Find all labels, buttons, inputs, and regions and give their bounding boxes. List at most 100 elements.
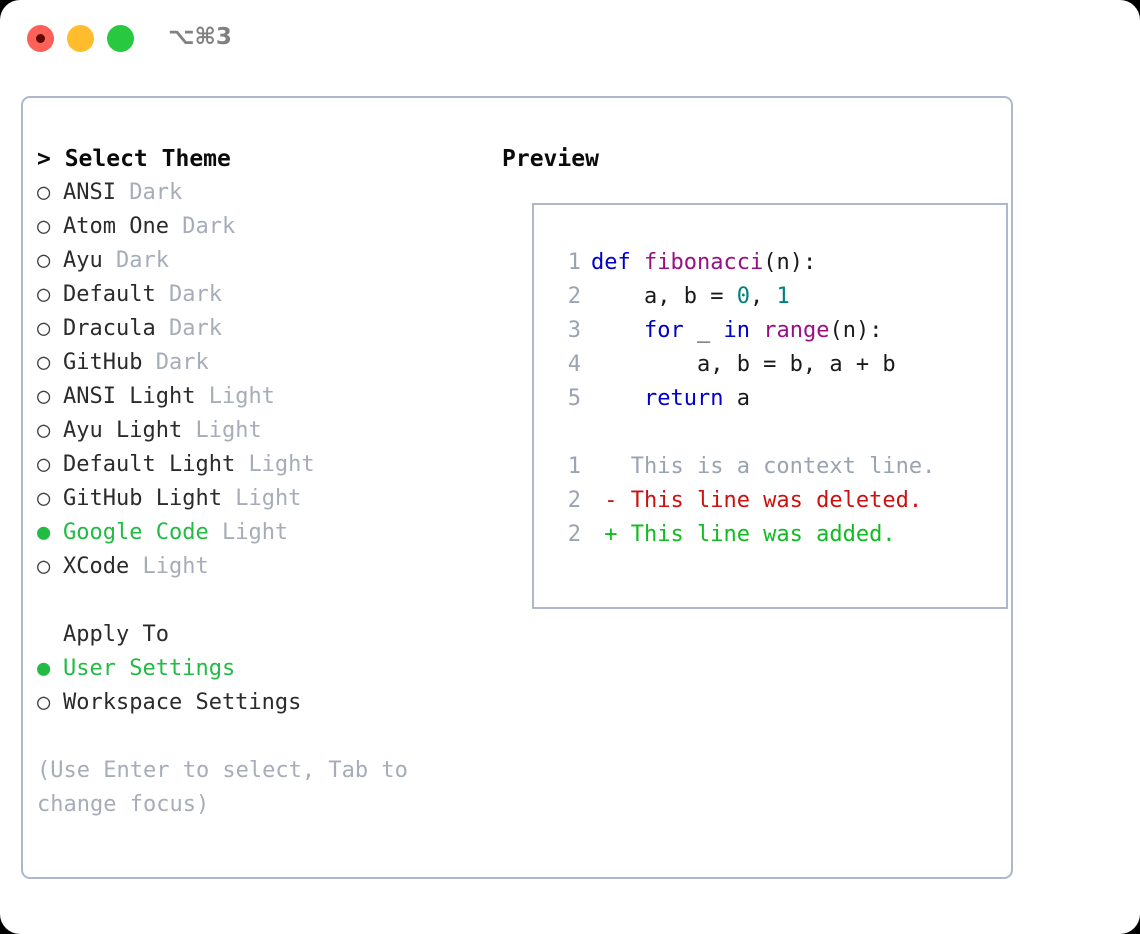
radio-selected-icon[interactable]: ● [37, 656, 51, 681]
radio-unselected-icon[interactable]: ○ [37, 316, 51, 341]
label-gap [169, 210, 182, 244]
theme-variant-label: Dark [155, 350, 209, 375]
theme-option-label: ANSI Light [63, 384, 196, 409]
label-gap [222, 482, 235, 516]
radio-unselected-icon[interactable]: ○ [37, 248, 51, 273]
theme-option-label: Ayu Light [63, 418, 183, 443]
theme-option[interactable]: ○Dracula Dark [37, 312, 477, 346]
theme-list[interactable]: ○ANSI Dark○Atom One Dark○Ayu Dark○Defaul… [37, 176, 477, 584]
radio-unselected-icon[interactable]: ○ [37, 214, 51, 239]
code-line-text: def fibonacci(n): [591, 246, 816, 280]
theme-variant-label: Dark [129, 180, 183, 205]
code-line: 5 return a [551, 382, 1000, 416]
radio-unselected-icon[interactable]: ○ [37, 350, 51, 375]
theme-option[interactable]: ○GitHub Dark [37, 346, 477, 380]
apply-to-option-label: User Settings [63, 656, 236, 681]
theme-variant-label: Light [142, 554, 209, 579]
radio-unselected-icon[interactable]: ○ [37, 690, 51, 715]
code-line-text: a, b = 0, 1 [591, 280, 790, 314]
code-token-kw: return [643, 386, 724, 411]
label-gap [156, 278, 169, 312]
theme-variant-label: Dark [168, 282, 222, 307]
radio-unselected-icon[interactable]: ○ [37, 452, 51, 477]
diff-line-number: 2 [567, 488, 581, 513]
theme-option[interactable]: ○ Ayu Light Light [37, 414, 477, 448]
theme-variant-label: Light [195, 418, 262, 443]
label-gap [103, 244, 116, 278]
diff-line: 2 + This line was added. [551, 518, 1000, 552]
theme-variant-label: Light [221, 520, 289, 545]
code-line: 2 a, b = 0, 1 [551, 280, 1000, 314]
code-token-pl [591, 386, 644, 411]
theme-option[interactable]: ● Google Code Light [37, 516, 477, 550]
apply-to-option[interactable]: ● User Settings [37, 652, 477, 686]
theme-option[interactable]: ○ XCode Light [37, 550, 477, 584]
radio-unselected-icon[interactable]: ○ [37, 180, 51, 205]
code-token-pl: a [723, 386, 750, 411]
minimize-button[interactable] [67, 25, 94, 52]
code-line-text: return a [591, 382, 750, 416]
code-line: 3 for _ in range(n): [551, 314, 1000, 348]
theme-option[interactable]: ○ ANSI Light Light [37, 380, 477, 414]
diff-line-number: 2 [567, 522, 581, 547]
theme-selector-pane: > Select Theme ○ANSI Dark○Atom One Dark○… [37, 142, 477, 822]
diff-spacer [551, 416, 1000, 450]
theme-variant-label: Light [235, 486, 302, 511]
theme-option[interactable]: ○Atom One Dark [37, 210, 477, 244]
theme-variant-label: Dark [182, 214, 236, 239]
code-token-pl: , [749, 284, 777, 309]
section-spacer [37, 584, 477, 618]
code-token-pl [591, 318, 644, 343]
label-gap [129, 550, 142, 584]
diff-sample: 1 This is a context line. 2 - This line w… [551, 450, 1000, 552]
code-token-num: 0 [736, 284, 750, 309]
code-token-num: 1 [776, 284, 790, 309]
label-gap [116, 176, 129, 210]
radio-unselected-icon[interactable]: ○ [37, 418, 51, 443]
close-button[interactable] [27, 25, 54, 52]
line-number: 2 [567, 284, 581, 309]
theme-option[interactable]: ○Default Light Light [37, 448, 477, 482]
keyboard-shortcut-label: ⌥⌘3 [168, 24, 232, 50]
apply-to-option-label: Workspace Settings [63, 690, 302, 715]
code-line-text: a, b = b, a + b [591, 348, 896, 382]
line-number: 3 [567, 318, 581, 343]
theme-option-label: Ayu [63, 248, 103, 273]
zoom-button[interactable] [107, 25, 134, 52]
apply-to-list[interactable]: ● User Settings ○ Workspace Settings [37, 652, 477, 720]
theme-option-label: XCode [63, 554, 130, 579]
code-line: 4 a, b = b, a + b [551, 348, 1000, 382]
apply-to-option[interactable]: ○ Workspace Settings [37, 686, 477, 720]
diff-line-text-context: This is a context line. [591, 454, 936, 479]
label-gap [182, 414, 195, 448]
apply-to-heading: Apply To [63, 622, 169, 647]
radio-unselected-icon[interactable]: ○ [37, 486, 51, 511]
label-gap [156, 312, 169, 346]
theme-option[interactable]: ○ Ayu Dark [37, 244, 477, 278]
theme-option-label: Google Code [63, 520, 209, 545]
theme-variant-label: Dark [116, 248, 169, 273]
radio-unselected-icon[interactable]: ○ [37, 384, 51, 409]
theme-variant-label: Light [208, 384, 275, 409]
code-token-kw: for [643, 318, 684, 343]
theme-option[interactable]: ○ ANSI Dark [37, 176, 477, 210]
diff-line-text-del: - This line was deleted. [591, 488, 923, 513]
code-token-kw: in [723, 318, 750, 343]
theme-option-label: Default Light [63, 452, 236, 477]
radio-selected-icon[interactable]: ● [37, 520, 51, 545]
theme-option[interactable]: ○Default Dark [37, 278, 477, 312]
label-gap [235, 448, 248, 482]
theme-option-label: ANSI [63, 180, 116, 205]
theme-option[interactable]: ○ GitHub Light Light [37, 482, 477, 516]
radio-unselected-icon[interactable]: ○ [37, 282, 51, 307]
code-token-fn: range [763, 318, 830, 343]
label-gap [195, 380, 208, 414]
theme-option-label: GitHub Light [63, 486, 222, 511]
diff-line: 1 This is a context line. [551, 450, 1000, 484]
radio-unselected-icon[interactable]: ○ [37, 554, 51, 579]
code-token-kw: def [591, 250, 644, 275]
label-gap [142, 346, 155, 380]
